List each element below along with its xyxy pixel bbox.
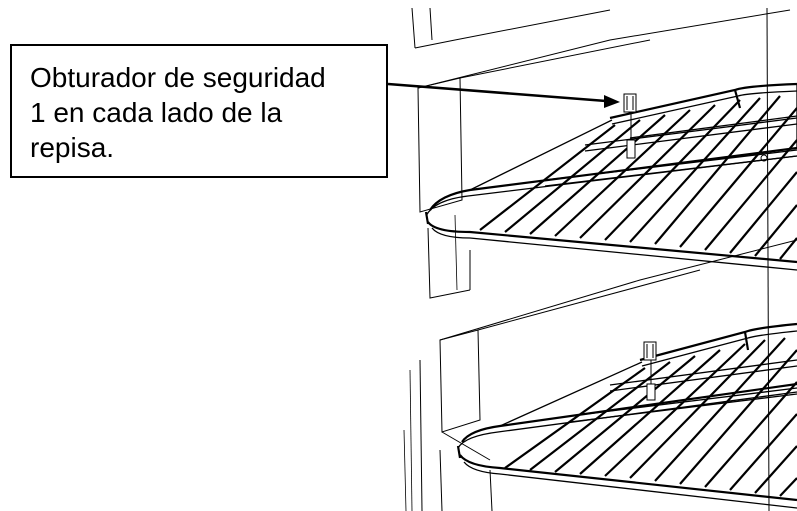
lower-safety-latch: [643, 341, 657, 401]
lower-wire-shelf: [456, 322, 797, 509]
callout-line-1: Obturador de seguridad: [30, 62, 326, 93]
top-shelf-support: [414, 7, 611, 49]
upper-wire-shelf: [424, 82, 797, 271]
callout-box: Obturador de seguridad 1 en cada lado de…: [10, 44, 388, 178]
upper-shelf-bracket: [417, 9, 791, 299]
upper-shelf-wires: [479, 95, 797, 260]
lower-shelf-wires: [504, 337, 797, 497]
lower-shelf-bracket: [439, 239, 797, 511]
callout-line-2: 1 en cada lado de la: [30, 97, 283, 128]
upper-safety-latch: [623, 93, 768, 162]
callout-arrow: [387, 82, 620, 108]
callout-line-3: repisa.: [30, 132, 115, 163]
